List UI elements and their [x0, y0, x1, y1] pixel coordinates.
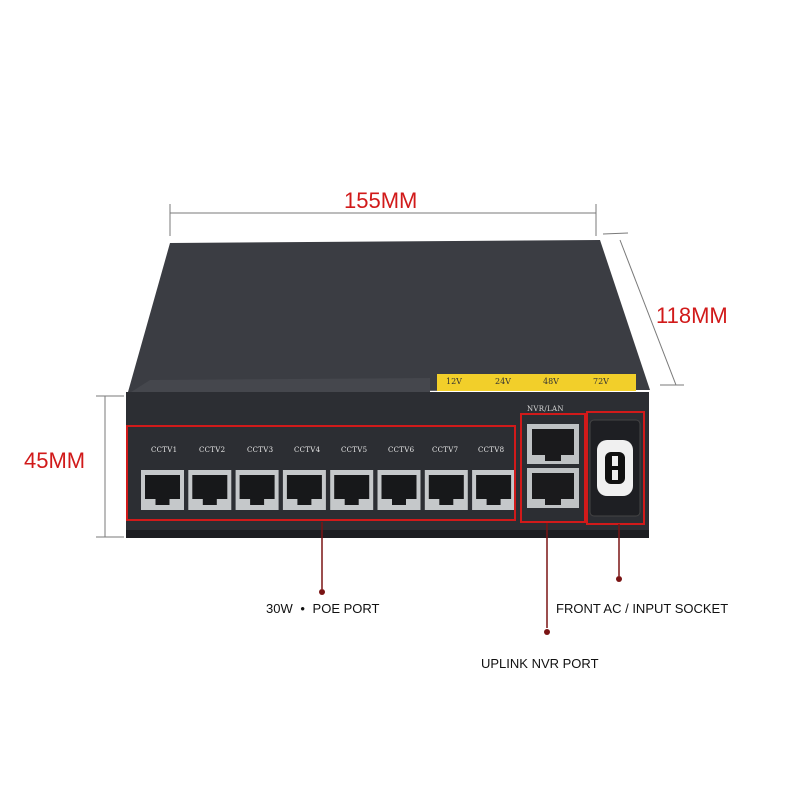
height-dimension-label: 45MM — [24, 448, 86, 473]
port-label-cctv7: CCTV7 — [432, 446, 459, 454]
poe-port-callout: 30W • POE PORT — [266, 601, 380, 616]
width-dimension-label: 155MM — [344, 188, 418, 213]
ac-socket-highlight — [586, 411, 645, 525]
voltage-option-2: 24V — [495, 377, 511, 386]
voltage-sticker — [437, 374, 636, 391]
voltage-option-4: 72V — [593, 377, 609, 386]
port-label-cctv3: CCTV3 — [247, 446, 274, 454]
poe-port — [235, 470, 279, 510]
ac-callout-dot — [616, 576, 622, 582]
poe-port-dot: • — [300, 601, 305, 616]
poe-port — [141, 470, 184, 510]
device-top-edge — [128, 378, 430, 394]
poe-port — [472, 470, 516, 510]
depth-dimension-line — [602, 232, 684, 386]
ac-input-socket — [589, 419, 641, 517]
height-dimension-line — [96, 395, 124, 538]
voltage-option-1: 12V — [446, 377, 462, 386]
poe-port-power: 30W — [266, 601, 293, 616]
uplink-port-callout: UPLINK NVR PORT — [481, 656, 599, 671]
port-label-cctv6: CCTV6 — [388, 446, 415, 454]
device-bottom-edge — [126, 530, 649, 538]
port-label-cctv2: CCTV2 — [199, 446, 226, 454]
poe-port — [188, 470, 232, 510]
voltage-option-3: 48V — [543, 377, 559, 386]
poe-port — [330, 470, 374, 510]
poe-port-text: POE PORT — [312, 601, 380, 616]
poe-ports-highlight — [126, 425, 516, 521]
poe-port — [424, 470, 468, 510]
device-top-panel — [128, 240, 650, 392]
uplink-port-bottom — [527, 468, 579, 508]
poe-callout-dot — [319, 589, 325, 595]
port-label-cctv5: CCTV5 — [341, 446, 368, 454]
ac-socket-callout: FRONT AC / INPUT SOCKET — [556, 601, 729, 616]
poe-port — [282, 470, 326, 510]
callout-leader-lines — [321, 522, 620, 628]
depth-dimension-label: 118MM — [656, 303, 728, 328]
port-label-cctv8: CCTV8 — [478, 446, 505, 454]
uplink-port-top — [527, 424, 579, 464]
poe-port — [377, 470, 421, 510]
uplink-label: NVR/LAN — [527, 405, 564, 413]
poe-port-group — [141, 470, 516, 510]
port-label-cctv1: CCTV1 — [151, 446, 178, 454]
uplink-ports-highlight — [520, 413, 586, 523]
port-label-cctv4: CCTV4 — [294, 446, 321, 454]
uplink-callout-dot — [544, 629, 550, 635]
width-dimension-line — [169, 204, 597, 236]
